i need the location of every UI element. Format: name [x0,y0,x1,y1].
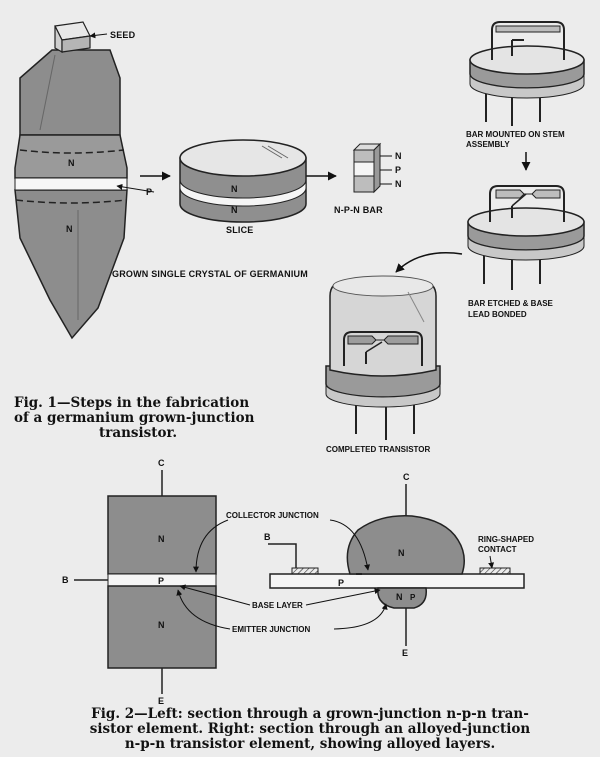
crystal-caption: GROWN SINGLE CRYSTAL OF GERMANIUM [112,269,308,279]
collector-junction-leader-left [193,519,229,573]
crystal-n-upper: N [68,158,75,168]
etched-assembly [467,185,585,290]
right-n-bottom: N [396,592,403,602]
fig2-caption-line-1: Fig. 2—Left: section through a grown-jun… [91,706,529,722]
collector-junction-leader-right [329,519,371,571]
emitter-junction-leader-right [333,603,388,630]
fig1-caption-line-1: Fig. 1—Steps in the fabrication [14,395,250,411]
crystal-n-lower: N [66,224,73,234]
npn-bar [352,142,382,194]
fig1-caption: Fig. 1—Steps in the fabrication of a ger… [14,396,262,441]
ring-contact-leader [488,555,495,569]
left-c-label: C [158,458,165,468]
slice-label: SLICE [226,225,254,235]
base-layer-label: BASE LAYER [252,601,303,610]
seed-block [54,21,91,54]
mounted-label-2: ASSEMBLY [466,140,510,149]
slice-n-upper: N [231,184,238,194]
alloyed-junction-section [268,484,525,646]
seed-label: SEED [110,30,136,40]
arrow-etched-to-completed [395,252,463,273]
grown-junction-section [74,470,217,694]
left-n-top: N [158,534,165,544]
germanium-slice [179,139,307,223]
right-e-label: E [402,648,408,658]
right-p-small: P [410,593,416,602]
completed-transistor [325,275,441,440]
emitter-junction-label: EMITTER JUNCTION [232,625,310,634]
bar-n-top: N [395,151,402,161]
collector-junction-label: COLLECTOR JUNCTION [226,511,319,520]
base-layer-leader-left [179,584,251,606]
base-layer-leader-right [305,588,381,606]
fig2-caption-line-2: sistor element. Right: section through a… [89,721,531,737]
fig2-caption-line-3: n-p-n transistor element, showing alloye… [124,736,496,752]
germanium-crystal [14,21,128,340]
bar-p: P [395,165,401,175]
right-b-label: B [264,532,271,542]
crystal-p-label: P [146,187,152,197]
right-p-label: P [338,578,344,588]
etched-label-2: LEAD BONDED [468,310,527,319]
mounted-assembly [469,21,585,126]
ring-contact-label-2: CONTACT [478,545,517,554]
completed-label: COMPLETED TRANSISTOR [326,445,431,454]
bar-label: N-P-N BAR [334,205,383,215]
left-e-label: E [158,696,164,706]
left-p-label: P [158,576,164,586]
etched-label-1: BAR ETCHED & BASE [468,299,554,308]
seed-leader [89,32,108,39]
p-leader [116,183,155,193]
emitter-junction-leader-left [176,589,231,630]
left-n-bottom: N [158,620,165,630]
fig2-caption: Fig. 2—Left: section through a grown-jun… [60,707,560,752]
slice-n-lower: N [231,205,238,215]
bar-n-bottom: N [395,179,402,189]
fig1-caption-line-2: of a germanium grown-junction [14,410,255,426]
right-c-label: C [403,472,410,482]
fig1-caption-line-3: transistor. [98,425,178,441]
mounted-label-1: BAR MOUNTED ON STEM [466,130,565,139]
right-n-top: N [398,548,405,558]
ring-contact-label-1: RING-SHAPED [478,535,534,544]
left-b-label: B [62,575,69,585]
